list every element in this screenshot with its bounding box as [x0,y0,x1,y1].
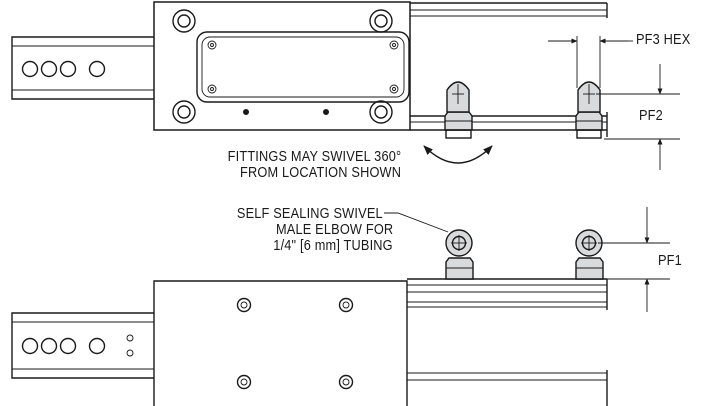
pf1-dimension [598,207,670,312]
swivel-note-line-1: FITTINGS MAY SWIVEL 360° [227,149,401,165]
top-fitting-a [444,81,473,139]
top-cover-plate [196,31,410,103]
elbow-leader [384,212,449,233]
bottom-fitting-b [575,229,604,280]
swivel-note-line-2: FROM LOCATION SHOWN [239,165,401,181]
top-view [11,1,680,170]
top-rod [11,36,154,100]
elbow-note-line-2: MALE ELBOW FOR [275,222,393,238]
elbow-note-line-1: SELF SEALING SWIVEL [237,206,383,222]
pf2-dimension [596,64,680,170]
bottom-holes [236,297,354,390]
top-small-hole [243,109,249,115]
bottom-rod [11,312,154,379]
bottom-extrusion [407,278,608,406]
pf1-label: PF1 [658,253,682,269]
swivel-arrow [423,145,493,164]
bottom-fitting-a [445,229,474,280]
pf3-hex-label: PF3 HEX [636,32,691,48]
top-fitting-b [575,81,603,139]
elbow-note-line-3: 1/4" [6 mm] TUBING [273,238,393,254]
top-small-hole [323,109,329,115]
pf2-label: PF2 [639,108,663,124]
top-corner-bolts [172,9,393,124]
bottom-carriage [153,280,408,406]
top-extrusion [410,2,608,137]
top-carriage [153,1,411,131]
bottom-view [11,207,670,406]
pf3-hex-dimension [548,36,633,88]
